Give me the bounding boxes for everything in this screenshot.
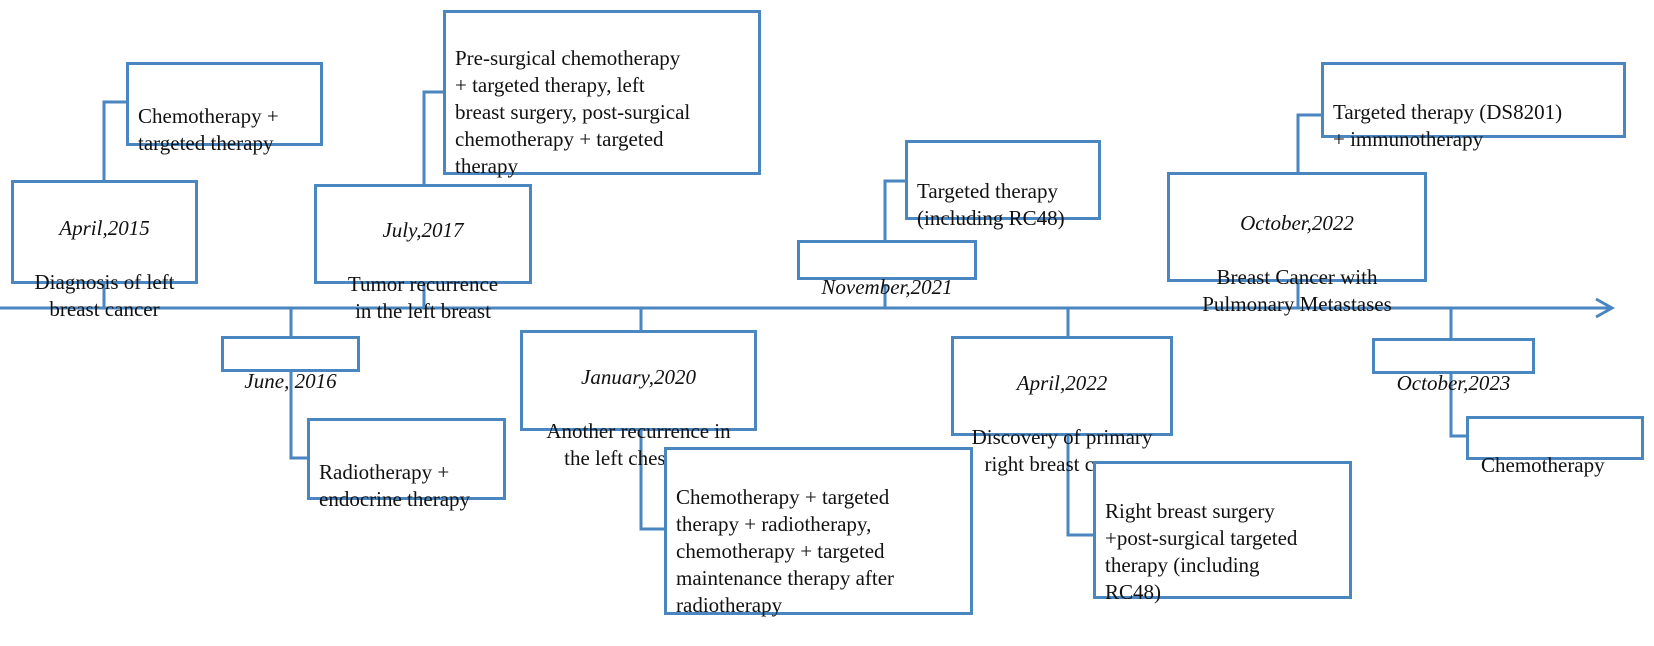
treatment-text: Chemotherapy + targeted therapy + radiot… [676, 485, 895, 617]
event-date: April,2015 [59, 216, 150, 240]
event-date: June, 2016 [244, 369, 337, 393]
event-date: April,2022 [1016, 371, 1108, 395]
treatment-box-jul2017: Pre-surgical chemotherapy + targeted the… [443, 10, 761, 178]
treatment-text: Targeted therapy (including RC48) [917, 179, 1065, 230]
event-box-apr2022: April,2022 Discovery of primary right br… [951, 336, 1173, 476]
treatment-box-jan2020: Chemotherapy + targeted therapy + radiot… [664, 447, 973, 617]
event-description: Diagnosis of left breast cancer [34, 270, 175, 321]
treatment-box-apr2022: Right breast surgery +post-surgical targ… [1093, 461, 1352, 604]
timeline-connectors [0, 90, 1616, 537]
connector-oct2023-treatment [1449, 374, 1466, 438]
treatment-text: Chemotherapy + targeted therapy [138, 104, 279, 155]
connector-oct2022-treatment [1296, 113, 1321, 172]
timeline-arrowhead [1595, 297, 1616, 319]
treatment-box-jun2016: Radiotherapy + endocrine therapy [307, 418, 506, 511]
event-date: July,2017 [382, 218, 464, 242]
treatment-box-oct2023: Chemotherapy [1466, 416, 1644, 477]
connector-jul2017-treatment [422, 90, 443, 184]
connector-apr2022-treatment [1066, 436, 1093, 537]
treatment-text: Right breast surgery +post-surgical targ… [1105, 499, 1298, 604]
event-date: November,2021 [821, 275, 953, 299]
event-box-apr2015: April,2015 Diagnosis of left breast canc… [11, 180, 198, 321]
treatment-text: Pre-surgical chemotherapy + targeted the… [455, 46, 691, 178]
event-box-oct2022: October,2022 Breast Cancer with Pulmonar… [1167, 172, 1427, 316]
treatment-box-apr2015: Chemotherapy + targeted therapy [126, 62, 323, 155]
event-date: October,2022 [1240, 211, 1354, 235]
treatment-text: Chemotherapy [1481, 453, 1605, 477]
connector-nov2021-treatment [883, 179, 905, 240]
event-box-oct2023: October,2023 [1372, 338, 1535, 395]
connector-jan2020-treatment [639, 431, 664, 531]
connector-jun2016-treatment [289, 372, 307, 460]
event-box-nov2021: November,2021 [797, 240, 977, 299]
connector-apr2015-treatment [102, 100, 126, 180]
treatment-box-nov2021: Targeted therapy (including RC48) [905, 140, 1101, 230]
event-box-jul2017: July,2017 Tumor recurrence in the left b… [314, 184, 532, 323]
event-description: Breast Cancer with Pulmonary Metastases [1202, 265, 1392, 316]
event-box-jun2016: June, 2016 [221, 336, 360, 393]
event-date: October,2023 [1396, 371, 1511, 395]
treatment-box-oct2022: Targeted therapy (DS8201) + immunotherap… [1321, 62, 1626, 151]
treatment-text: Targeted therapy (DS8201) + immunotherap… [1333, 100, 1563, 151]
event-date: January,2020 [581, 365, 696, 389]
event-box-jan2020: January,2020 Another recurrence in the l… [520, 330, 757, 470]
event-description: Tumor recurrence in the left breast [347, 272, 499, 323]
treatment-text: Radiotherapy + endocrine therapy [319, 460, 471, 511]
